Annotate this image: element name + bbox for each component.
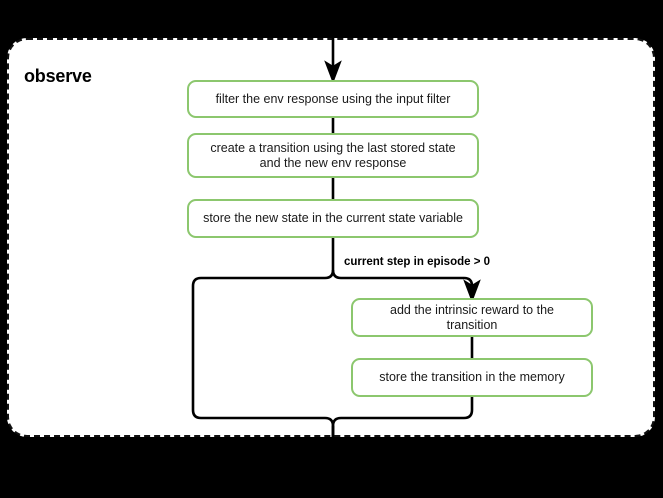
node-store-new-state[interactable]: store the new state in the current state… <box>187 199 479 238</box>
node-add-intrinsic-reward[interactable]: add the intrinsic reward to the transiti… <box>351 298 593 337</box>
branch-condition-label: current step in episode > 0 <box>344 256 491 268</box>
node-create-transition[interactable]: create a transition using the last store… <box>187 133 479 178</box>
group-title-observe: observe <box>24 66 92 86</box>
node-store-transition-memory[interactable]: store the transition in the memory <box>351 358 593 397</box>
node-filter-env-response[interactable]: filter the env response using the input … <box>187 80 479 118</box>
